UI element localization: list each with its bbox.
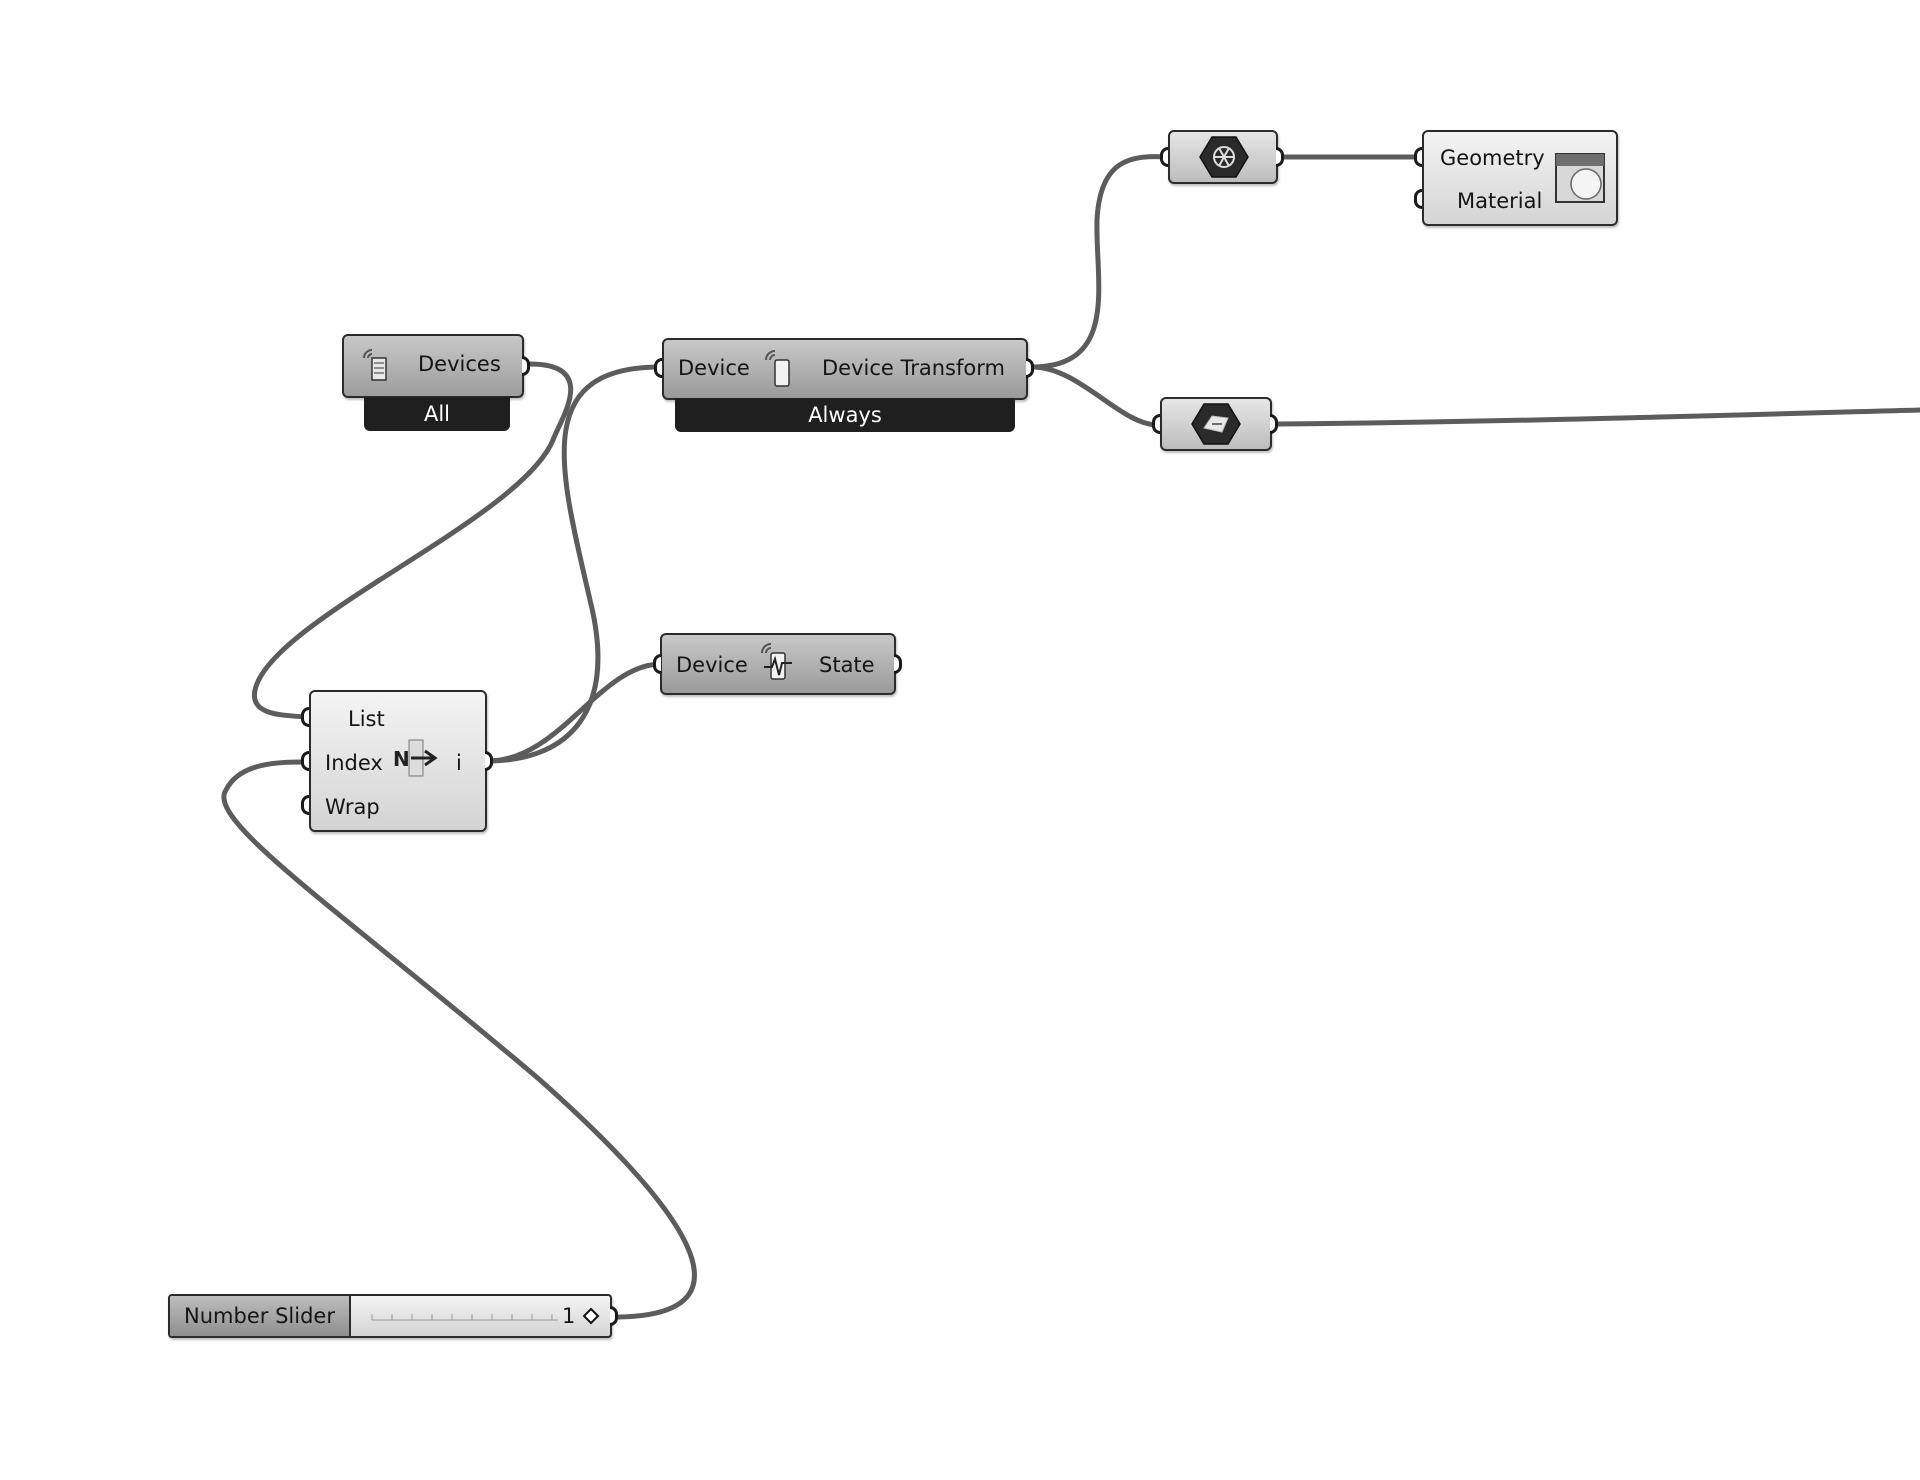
device-transform-output-port[interactable] xyxy=(1026,358,1034,378)
wire-list-to-state xyxy=(485,661,664,764)
device-state-input-label: Device xyxy=(676,653,748,677)
slider-grip-icon[interactable] xyxy=(582,1307,600,1325)
preview-input-geometry: Geometry xyxy=(1440,146,1545,170)
hex-plane-icon xyxy=(1191,403,1241,445)
device-transform-output-label: Device Transform xyxy=(822,356,1005,380)
svg-text:N: N xyxy=(393,747,410,771)
wire-slider-to-index xyxy=(221,759,697,1320)
devices-mode-bar[interactable]: All xyxy=(364,397,510,431)
list-item-input-index: Index xyxy=(325,751,383,775)
number-slider[interactable]: Number Slider 1 xyxy=(168,1294,612,1338)
list-item-index-port[interactable] xyxy=(301,751,309,771)
preview-geometry-port[interactable] xyxy=(1414,147,1422,167)
slider-track[interactable] xyxy=(370,1306,560,1326)
list-item-input-list: List xyxy=(348,707,385,731)
phone-device-icon xyxy=(765,350,790,387)
list-item-wrap-port[interactable] xyxy=(301,795,309,815)
wire-plane-out xyxy=(1275,407,1920,427)
device-state-icon xyxy=(761,643,792,680)
custom-preview-node[interactable]: Geometry Material xyxy=(1422,130,1618,226)
device-state-node[interactable]: Device State xyxy=(660,633,896,695)
device-transform-input-port[interactable] xyxy=(654,358,662,378)
wire-transform-to-hex xyxy=(1029,154,1169,370)
hex-plane-output-port[interactable] xyxy=(1270,414,1278,434)
device-state-output-port[interactable] xyxy=(894,654,902,674)
preview-material-port[interactable] xyxy=(1414,189,1422,209)
hex-mesh-node[interactable] xyxy=(1168,130,1278,184)
number-slider-name: Number Slider xyxy=(170,1296,351,1336)
devices-list-icon xyxy=(363,349,387,381)
device-transform-mode-bar[interactable]: Always xyxy=(675,398,1015,432)
wire-devices-to-list xyxy=(252,361,574,720)
device-state-output-label: State xyxy=(819,653,875,677)
custom-preview-icon xyxy=(1555,153,1605,203)
list-item-icon: N xyxy=(393,739,438,777)
hex-plane-node[interactable] xyxy=(1160,397,1272,451)
number-slider-output-port[interactable] xyxy=(610,1306,618,1326)
wire-list-to-device-transform xyxy=(485,364,665,764)
hex-mesh-output-port[interactable] xyxy=(1276,147,1284,167)
list-item-output-port[interactable] xyxy=(485,751,493,771)
device-state-input-port[interactable] xyxy=(653,654,661,674)
preview-input-material: Material xyxy=(1457,189,1543,213)
number-slider-value: 1 xyxy=(562,1304,576,1328)
hex-plane-input-port[interactable] xyxy=(1152,414,1160,434)
devices-node[interactable]: Devices xyxy=(342,334,524,398)
device-transform-input-label: Device xyxy=(678,356,750,380)
hex-mesh-icon xyxy=(1199,136,1249,178)
list-item-input-wrap: Wrap xyxy=(325,795,380,819)
list-item-node[interactable]: List Index Wrap N i xyxy=(309,690,487,832)
wire-transform-to-plane xyxy=(1029,364,1161,428)
devices-label: Devices xyxy=(418,352,501,376)
devices-output-port[interactable] xyxy=(522,356,530,376)
device-transform-node[interactable]: Device Device Transform xyxy=(662,338,1028,400)
list-item-output-label: i xyxy=(456,751,462,775)
hex-mesh-input-port[interactable] xyxy=(1160,147,1168,167)
list-item-list-port[interactable] xyxy=(301,707,309,727)
